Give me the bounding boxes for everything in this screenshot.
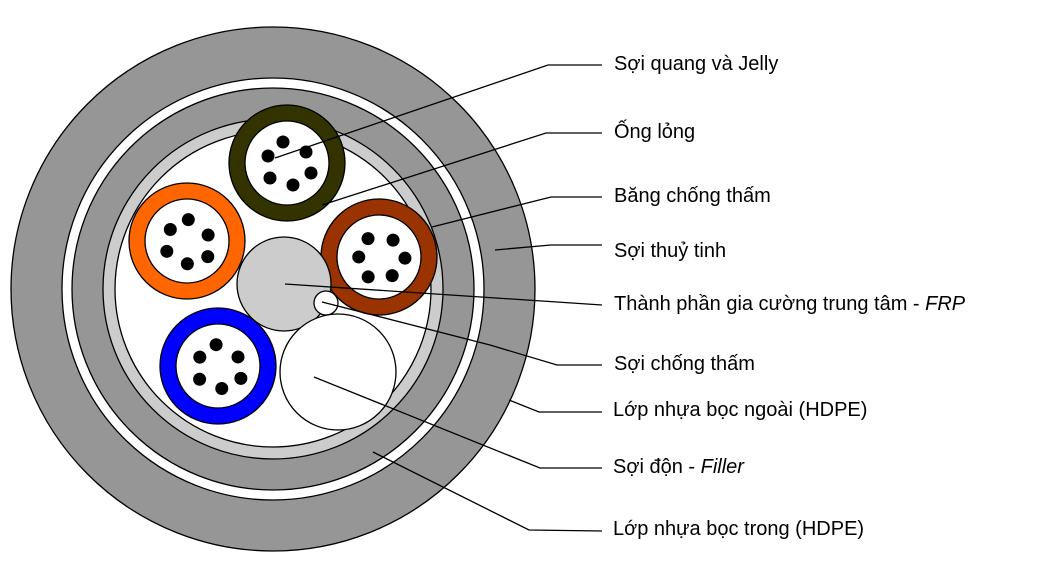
optical-fiber: [361, 270, 375, 284]
label-text: Băng chống thấm: [614, 185, 771, 207]
optical-fiber: [261, 149, 275, 163]
tube-brown: [320, 198, 438, 316]
label-fiber-jelly: Sợi quang và Jelly: [614, 54, 778, 74]
loose-tube-interior: [336, 214, 422, 300]
leader-line-inner-jacket: [372, 451, 603, 532]
tube-blue: [159, 307, 277, 425]
label-text: Ống lỏng: [614, 121, 696, 143]
optical-fiber: [286, 178, 300, 192]
label-text: Lớp nhựa bọc trong (HDPE): [613, 518, 865, 540]
optical-fiber: [181, 213, 195, 227]
central-strength-member-frp: [236, 236, 332, 332]
label-italic-term: FRP: [925, 293, 966, 315]
label-text: Sợi quang và Jelly: [614, 53, 779, 75]
leader-line-glass-yarn: [494, 244, 602, 251]
loose-tube-interior: [244, 120, 330, 206]
leader-line-outer-jacket: [508, 399, 602, 413]
optical-fiber: [193, 350, 207, 364]
tube-orange: [128, 182, 246, 300]
leader-line-central-strength-member: [284, 283, 603, 306]
optical-fiber: [352, 250, 366, 264]
label-inner-jacket: Lớp nhựa bọc trong (HDPE): [613, 519, 864, 539]
label-text: Sợi thuỷ tinh: [614, 240, 727, 262]
label-text: Sợi độn -: [613, 456, 701, 478]
optical-fiber: [304, 166, 318, 180]
optical-fiber: [386, 233, 400, 247]
optical-fiber: [201, 228, 215, 242]
optical-fiber: [160, 244, 174, 258]
tube-olive: [228, 104, 346, 222]
optical-fiber: [193, 372, 207, 386]
filler-rod: [279, 313, 397, 431]
label-text: Sợi chống thấm: [614, 353, 755, 375]
label-water-block-tape: Băng chống thấm: [614, 186, 771, 206]
optical-fiber: [276, 135, 290, 149]
optical-fiber: [398, 251, 412, 265]
optical-fiber: [361, 232, 375, 246]
label-text: Thành phần gia cường trung tâm -: [614, 293, 926, 315]
loose-tube-interior: [144, 198, 230, 284]
optical-fiber: [231, 350, 245, 364]
leader-line-water-block-yarn: [321, 301, 602, 366]
label-glass-yarn: Sợi thuỷ tinh: [614, 241, 726, 261]
optical-fiber: [180, 257, 194, 271]
loose-tube-interior: [175, 323, 261, 409]
label-text: Lớp nhựa bọc ngoài (HDPE): [613, 399, 868, 421]
label-loose-tube: Ống lỏng: [614, 122, 695, 142]
optical-fiber: [163, 223, 177, 237]
leader-line-loose-tube: [321, 132, 602, 206]
leader-line-water-block-tape: [431, 196, 602, 228]
optical-fiber: [385, 269, 399, 283]
optical-fiber: [263, 171, 277, 185]
label-filler-rod: Sợi độn - Filler: [613, 457, 744, 477]
optical-fiber: [209, 338, 223, 352]
optical-fiber: [234, 371, 248, 385]
label-water-block-yarn: Sợi chống thấm: [614, 354, 755, 374]
label-italic-term: Filler: [700, 456, 744, 478]
optical-fiber: [201, 250, 215, 264]
label-outer-jacket: Lớp nhựa bọc ngoài (HDPE): [613, 400, 867, 420]
optical-fiber: [215, 381, 229, 395]
label-central-strength-member: Thành phần gia cường trung tâm - FRP: [614, 294, 965, 314]
leader-line-filler-rod: [313, 376, 602, 469]
leader-line-fiber-jelly: [274, 64, 602, 159]
